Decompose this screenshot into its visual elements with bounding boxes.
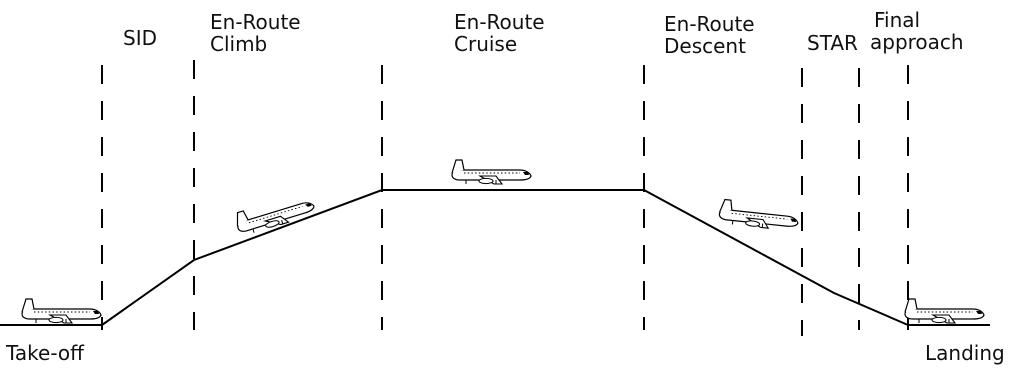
phase-label-final: Final approach <box>870 9 964 53</box>
phase-label-descent-line-2: Descent <box>664 34 746 58</box>
phase-label-climb-line-1: En-Route <box>210 10 301 34</box>
phase-label-cruise: En-Route Cruise <box>454 11 545 55</box>
phase-label-climb: En-Route Climb <box>210 11 301 55</box>
phase-label-climb-line-2: Climb <box>210 32 268 56</box>
phase-label-final-line-1: Final <box>874 8 921 32</box>
phase-label-star-line-1: STAR <box>807 31 858 55</box>
takeoff-label: Take-off <box>6 341 84 365</box>
phase-label-sid: SID <box>123 27 157 49</box>
phase-label-cruise-line-2: Cruise <box>454 32 518 56</box>
phase-label-descent: En-Route Descent <box>664 13 755 57</box>
descent-airplane-icon <box>717 198 801 232</box>
phase-label-final-line-2: approach <box>870 30 964 54</box>
phase-label-star: STAR <box>807 32 858 54</box>
flight-profile-line <box>101 189 909 326</box>
phase-label-cruise-line-1: En-Route <box>454 10 545 34</box>
phase-label-sid-line-1: SID <box>123 26 157 50</box>
phase-label-descent-line-1: En-Route <box>664 12 755 36</box>
landing-label: Landing <box>925 341 1005 365</box>
landing-airplane-icon <box>904 298 985 324</box>
cruise-airplane-icon <box>451 159 532 185</box>
takeoff-airplane-icon <box>21 298 102 324</box>
phase-divider-lines <box>101 60 909 336</box>
